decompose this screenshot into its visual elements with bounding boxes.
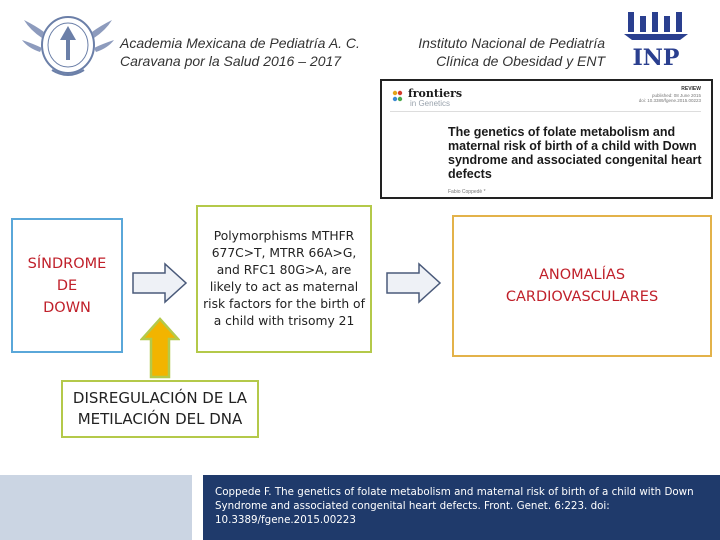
down-line-2: DE [56, 277, 78, 294]
citation-text: Coppede F. The genetics of folate metabo… [215, 486, 694, 526]
frontiers-logo-icon [392, 90, 403, 102]
academy-header: Academia Mexicana de Pediatría A. C. Car… [120, 34, 390, 70]
methylation-line-1: DISREGULACIÓN DE LA [72, 389, 248, 407]
review-tag: REVIEW [681, 86, 701, 92]
article-divider [390, 111, 701, 112]
article-author: Fabio Coppedè * [448, 189, 486, 195]
institute-header: Instituto Nacional de Pediatría Clínica … [400, 34, 605, 70]
cardiovascular-anomalies-box: ANOMALÍAS CARDIOVASCULARES [452, 215, 712, 357]
article-title: The genetics of folate metabolism and ma… [448, 125, 702, 181]
citation-footer: Coppede F. The genetics of folate metabo… [203, 475, 720, 540]
caravan-years: Caravana por la Salud 2016 – 2017 [120, 53, 342, 69]
methylation-dysregulation-box: DISREGULACIÓN DE LA METILACIÓN DEL DNA [61, 380, 259, 438]
article-preview: frontiers in Genetics REVIEW published: … [380, 79, 713, 199]
footer-accent-strip [0, 475, 192, 540]
inp-logo: INP [624, 12, 688, 70]
methylation-line-2: METILACIÓN DEL DNA [77, 410, 243, 428]
anomalies-line-1: ANOMALÍAS [538, 267, 626, 283]
institute-name: Instituto Nacional de Pediatría [418, 35, 605, 51]
article-meta: REVIEW published: 08 June 2015 doi: 10.3… [611, 86, 701, 104]
article-doi: doi: 10.3389/fgene.2015.00223 [638, 98, 701, 103]
academy-seal-logo [22, 16, 114, 76]
inp-logo-text: INP [633, 45, 680, 70]
published-date: published: 08 June 2015 [651, 92, 701, 98]
right-arrow-icon [132, 262, 188, 304]
anomalies-line-2: CARDIOVASCULARES [505, 289, 659, 305]
clinic-name: Clínica de Obesidad y ENT [436, 53, 605, 69]
down-syndrome-box: SÍNDROME DE DOWN [11, 218, 123, 353]
down-line-3: DOWN [43, 299, 91, 316]
up-arrow-icon [140, 317, 180, 379]
polymorphisms-text: Polymorphisms MTHFR 677C>T, MTRR 66A>G, … [203, 229, 365, 328]
right-arrow-icon [386, 262, 442, 304]
journal-section: in Genetics [410, 99, 451, 108]
journal-name: frontiers [408, 87, 463, 100]
polymorphisms-box: Polymorphisms MTHFR 677C>T, MTRR 66A>G, … [196, 205, 372, 353]
academy-name: Academia Mexicana de Pediatría A. C. [120, 35, 360, 51]
down-line-1: SÍNDROME [27, 255, 107, 272]
